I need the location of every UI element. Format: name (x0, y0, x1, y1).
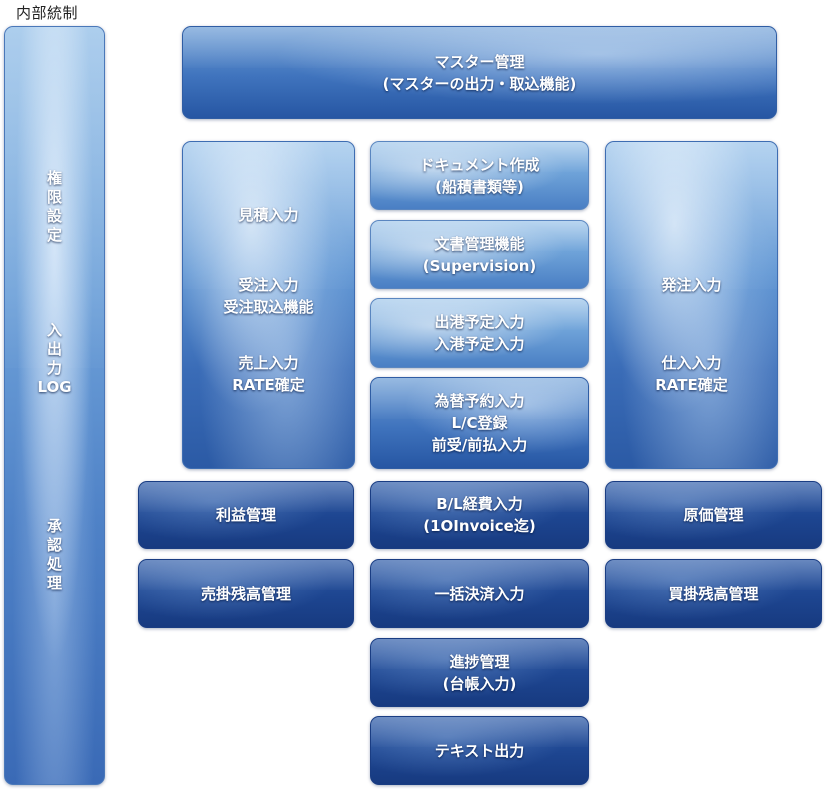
approval-char: 認 (46, 536, 62, 554)
permission-char: 限 (46, 188, 62, 206)
permission-char: 設 (46, 207, 62, 225)
receivable-balance-box[interactable]: 売掛残高管理 (138, 559, 354, 628)
arrival-schedule-label: 入港予定入力 (434, 335, 525, 353)
order-import[interactable]: 受注取込機能 (223, 298, 314, 316)
document-creation-label: ドキュメント作成 (419, 155, 540, 174)
stock-entry[interactable]: 仕入入力 (661, 354, 722, 372)
purchase-panel: 発注入力 仕入入力 RATE確定 (605, 141, 778, 469)
text-output-label: テキスト出力 (434, 741, 525, 760)
permission-char: 定 (46, 226, 62, 244)
exchange-reservation-label: 為替予約入力 (434, 392, 525, 410)
permission-settings[interactable]: 権 限 設 定 (5, 169, 104, 245)
bulk-settlement-label: 一括決済入力 (434, 584, 525, 603)
estimate-entry[interactable]: 見積入力 (238, 206, 299, 224)
exchange-reservation-box[interactable]: 為替予約入力 L/C登録 前受/前払入力 (370, 377, 589, 469)
progress-management-label: 進捗管理 (449, 652, 510, 671)
payable-balance-label: 買掛残高管理 (668, 584, 759, 603)
approval-processing[interactable]: 承 認 処 理 (5, 517, 104, 593)
document-creation-box[interactable]: ドキュメント作成 (船積書類等) (370, 141, 589, 210)
advance-payment-label: 前受/前払入力 (431, 436, 528, 454)
sales-entry[interactable]: 売上入力 (238, 354, 299, 372)
document-management-box[interactable]: 文書管理機能 (Supervision) (370, 220, 589, 289)
master-title: マスター管理 (434, 52, 525, 71)
io-log-char: 入 (46, 321, 62, 339)
approval-char: 処 (46, 555, 62, 573)
internal-control-column: 権 限 設 定 入 出 力 LOG 承 認 処 理 (4, 26, 105, 785)
io-log-char: 出 (46, 340, 62, 358)
bl-expense-box[interactable]: B/L経費入力 (1OInvoice迄) (370, 481, 589, 549)
progress-management-sub: (台帳入力) (442, 674, 517, 693)
lc-registration-label: L/C登録 (451, 414, 508, 432)
bl-expense-sub: (1OInvoice迄) (423, 517, 536, 535)
bl-expense-label: B/L経費入力 (436, 495, 523, 513)
document-management-label: 文書管理機能 (434, 234, 525, 253)
io-log[interactable]: 入 出 力 LOG (5, 321, 104, 397)
permission-char: 権 (46, 169, 62, 187)
progress-management-box[interactable]: 進捗管理 (台帳入力) (370, 638, 589, 707)
receivable-balance-label: 売掛残高管理 (200, 584, 291, 603)
io-log-latin: LOG (37, 378, 72, 396)
sales-rate-confirm[interactable]: RATE確定 (232, 376, 305, 394)
document-management-sub: (Supervision) (422, 256, 537, 275)
text-output-box[interactable]: テキスト出力 (370, 716, 589, 785)
internal-control-label: 内部統制 (16, 4, 79, 22)
profit-management-box[interactable]: 利益管理 (138, 481, 354, 549)
cost-management-box[interactable]: 原価管理 (605, 481, 822, 549)
document-creation-sub: (船積書類等) (435, 177, 524, 196)
order-entry[interactable]: 受注入力 (238, 276, 299, 294)
io-log-char: 力 (46, 359, 62, 377)
master-subtitle: (マスターの出力・取込機能) (382, 74, 577, 93)
cost-management-label: 原価管理 (683, 506, 744, 524)
payable-balance-box[interactable]: 買掛残高管理 (605, 559, 822, 628)
approval-char: 理 (46, 574, 62, 592)
profit-management-label: 利益管理 (215, 506, 276, 524)
approval-char: 承 (46, 517, 62, 535)
master-management-box[interactable]: マスター管理 (マスターの出力・取込機能) (182, 26, 777, 119)
purchase-order-entry[interactable]: 発注入力 (661, 276, 722, 294)
stock-rate-confirm[interactable]: RATE確定 (655, 376, 728, 394)
departure-schedule-label: 出港予定入力 (434, 313, 525, 331)
port-schedule-box[interactable]: 出港予定入力 入港予定入力 (370, 298, 589, 368)
sales-panel: 見積入力 受注入力 受注取込機能 売上入力 RATE確定 (182, 141, 355, 469)
bulk-settlement-box[interactable]: 一括決済入力 (370, 559, 589, 628)
